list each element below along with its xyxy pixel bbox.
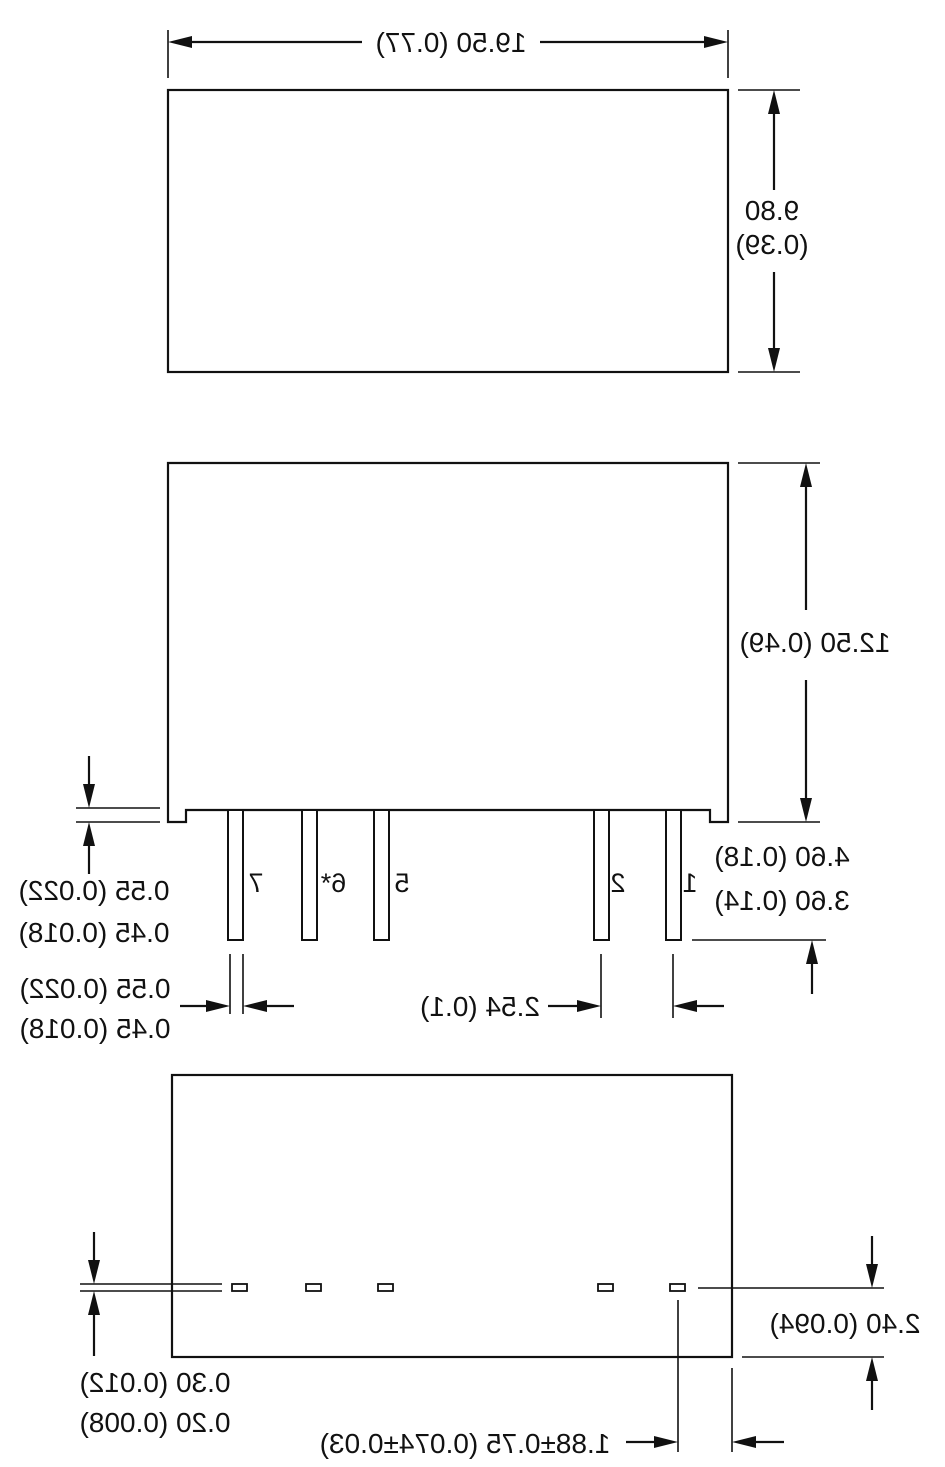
- pin-width-arrow-left: [206, 1000, 230, 1012]
- pin-length-arrow: [806, 940, 818, 964]
- top-view-body: [166, 88, 730, 374]
- pin-2: [593, 809, 610, 941]
- top-view: 19.50 (0.77) 9.80 (0.39): [166, 27, 809, 374]
- pad-offset-arrow-top: [866, 1264, 878, 1288]
- pitch-arrow-right: [673, 1000, 697, 1012]
- pad-pos-arrow-right: [732, 1436, 756, 1448]
- pin-length-label-2: 3.60 (0.14): [714, 885, 849, 916]
- side-view: 7 6* 5 2 1 12.50 (0.49) 0.55 (0.022) 0.4…: [19, 461, 891, 1044]
- pad-2: [597, 1283, 614, 1292]
- standoff-arrow-bottom: [83, 822, 95, 846]
- pad-height-label-2: 0.20 (0.008): [80, 1407, 231, 1438]
- pad-height-arrow-top: [88, 1260, 100, 1284]
- pin-label-5: 5: [394, 868, 409, 898]
- pin-1: [665, 809, 682, 941]
- height-dimension-label-1: 9.80: [745, 195, 800, 226]
- height-arrow-top: [768, 90, 780, 114]
- pin-6: [301, 809, 318, 941]
- pin-label-1: 1: [682, 868, 697, 898]
- pin-length-label-1: 4.60 (0.18): [714, 841, 849, 872]
- pad-height-arrow-bottom: [88, 1291, 100, 1315]
- pin-7: [227, 809, 244, 941]
- standoff-label-1: 0.55 (0.022): [19, 875, 170, 906]
- pitch-label: 2.54 (0.1): [420, 991, 540, 1022]
- pin-5: [373, 809, 390, 941]
- side-view-body: [166, 461, 730, 824]
- bottom-view-body: [170, 1073, 734, 1359]
- pin-label-2: 2: [610, 868, 625, 898]
- standoff-label-2: 0.45 (0.018): [19, 917, 170, 948]
- pin-label-6: 6*: [320, 868, 346, 898]
- pitch-arrow-left: [577, 1000, 601, 1012]
- pad-7: [231, 1283, 248, 1292]
- pin-width-label-1: 0.55 (0.022): [20, 973, 171, 1004]
- standoff-arrow-top: [83, 784, 95, 808]
- pad-offset-label: 2.40 (0.094): [770, 1308, 921, 1339]
- pad-6: [305, 1283, 322, 1292]
- height-dimension-label-2: (0.39): [735, 229, 808, 260]
- pin-width-label-2: 0.45 (0.018): [20, 1013, 171, 1044]
- body-height-arrow-top: [800, 463, 812, 487]
- pad-offset-arrow-bottom: [866, 1357, 878, 1381]
- pad-pos-label: 1.88±0.75 (0.074±0.03): [320, 1428, 611, 1459]
- pin-width-arrow-right: [243, 1000, 267, 1012]
- body-height-arrow-bottom: [800, 798, 812, 822]
- width-arrow-right: [704, 36, 728, 48]
- pin-label-7: 7: [248, 868, 263, 898]
- pad-pos-arrow-left: [654, 1436, 678, 1448]
- width-arrow-left: [168, 36, 192, 48]
- height-arrow-bottom: [768, 348, 780, 372]
- width-dimension-label: 19.50 (0.77): [376, 27, 527, 58]
- bottom-view: 0.30 (0.012) 0.20 (0.008) 2.40 (0.094) 1…: [80, 1073, 921, 1459]
- pad-height-label-1: 0.30 (0.012): [80, 1367, 231, 1398]
- pad-5: [377, 1283, 394, 1292]
- pad-1: [669, 1283, 686, 1292]
- body-height-label: 12.50 (0.49): [740, 627, 891, 658]
